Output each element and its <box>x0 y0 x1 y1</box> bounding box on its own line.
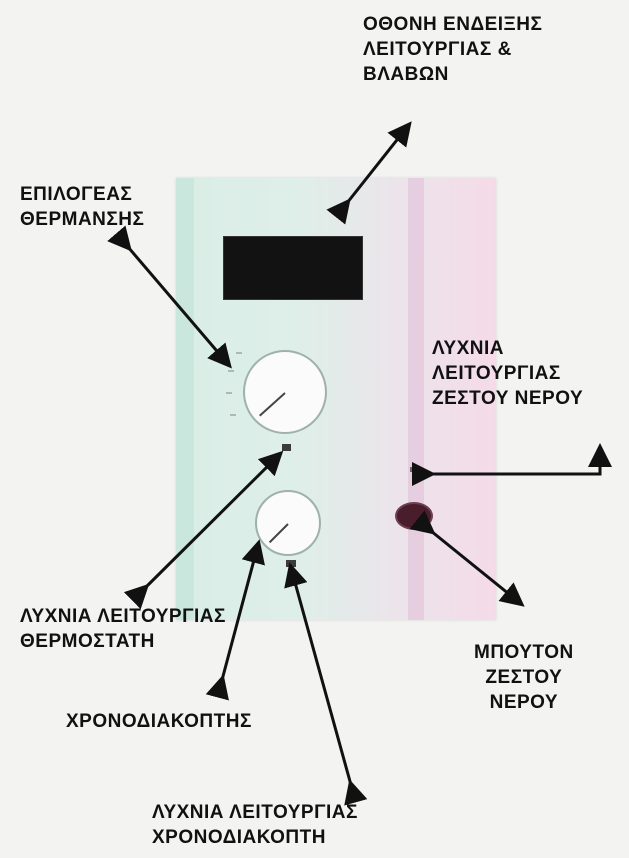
label-heating-selector: ΕΠΙΛΟΓΕΑΣ ΘΕΡΜΑΝΣΗΣ <box>20 182 144 232</box>
arrow-timer <box>222 545 258 680</box>
arrow-thermostat-lamp <box>145 455 279 588</box>
arrow-hot-water-lamp <box>430 449 600 474</box>
label-display: ΟΘΟΝΗ ΕΝΔΕΙΞΗΣ ΛΕΙΤΟΥΡΓΙΑΣ & ΒΛΑΒΩΝ <box>363 12 542 87</box>
label-hot-water-button: ΜΠΟΥΤΟΝ ΖΕΣΤΟΥ ΝΕΡΟΥ <box>474 640 574 715</box>
arrow-display <box>347 126 408 203</box>
arrow-timer-lamp <box>291 568 351 785</box>
label-hot-water-lamp: ΛΥΧΝΙΑ ΛΕΙΤΟΥΡΓΙΑΣ ΖΕΣΤΟΥ ΝΕΡΟΥ <box>432 336 583 411</box>
arrow-hot-water-button <box>431 531 520 603</box>
label-timer: ΧΡΟΝΟΔΙΑΚΟΠΤΗΣ <box>66 709 252 734</box>
arrow-heating-selector <box>128 247 228 364</box>
label-thermostat-lamp: ΛΥΧΝΙΑ ΛΕΙΤΟΥΡΓΙΑΣ ΘΕΡΜΟΣΤΑΤΗ <box>20 604 226 654</box>
label-timer-lamp: ΛΥΧΝΙΑ ΛΕΙΤΟΥΡΓΙΑΣ ΧΡΟΝΟΔΙΑΚΟΠΤΗ <box>152 800 358 850</box>
